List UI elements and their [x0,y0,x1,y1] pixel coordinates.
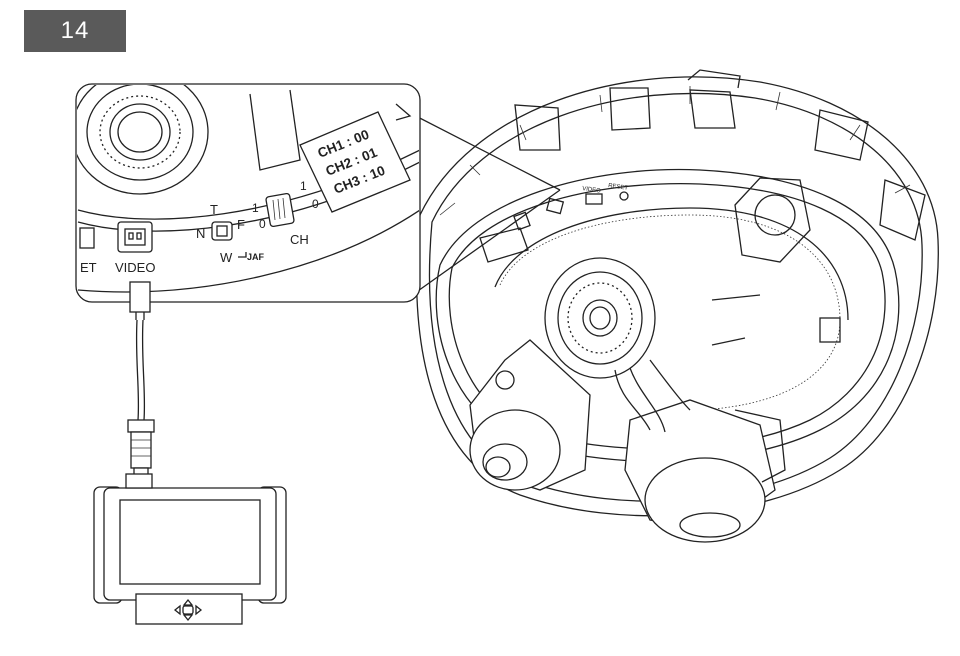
step-number-badge: 14 [24,10,126,52]
video-port-label: VIDEO [115,260,155,275]
switch-n-label: N [196,226,205,241]
dip-left-top: 1 [252,201,259,215]
video-test-cable [127,281,155,489]
lens-module-left [469,339,591,491]
dome-camera: VIDEO RESET [415,69,939,543]
lens-module-right [624,399,786,543]
ch-label: CH [290,232,309,247]
switch-t-label: T [210,202,218,217]
directional-pad-icon[interactable] [173,598,203,622]
dip-left-bottom: 0 [259,217,266,231]
camera-reset-label: RESET [608,183,629,192]
test-monitor [93,473,287,625]
switch-f-label: F [237,217,245,232]
callout-zoom: CH1 : 00 CH2 : 01 CH3 : 10 T N F W JAF 1… [75,83,561,303]
switch-w-label: W [220,250,233,265]
reset-label-partial: ET [80,260,97,275]
dip-right-bottom: 0 [312,197,319,211]
camera-video-label: VIDEO [582,186,602,195]
dip-right-top: 1 [300,179,307,193]
jaf-label: JAF [247,252,265,262]
